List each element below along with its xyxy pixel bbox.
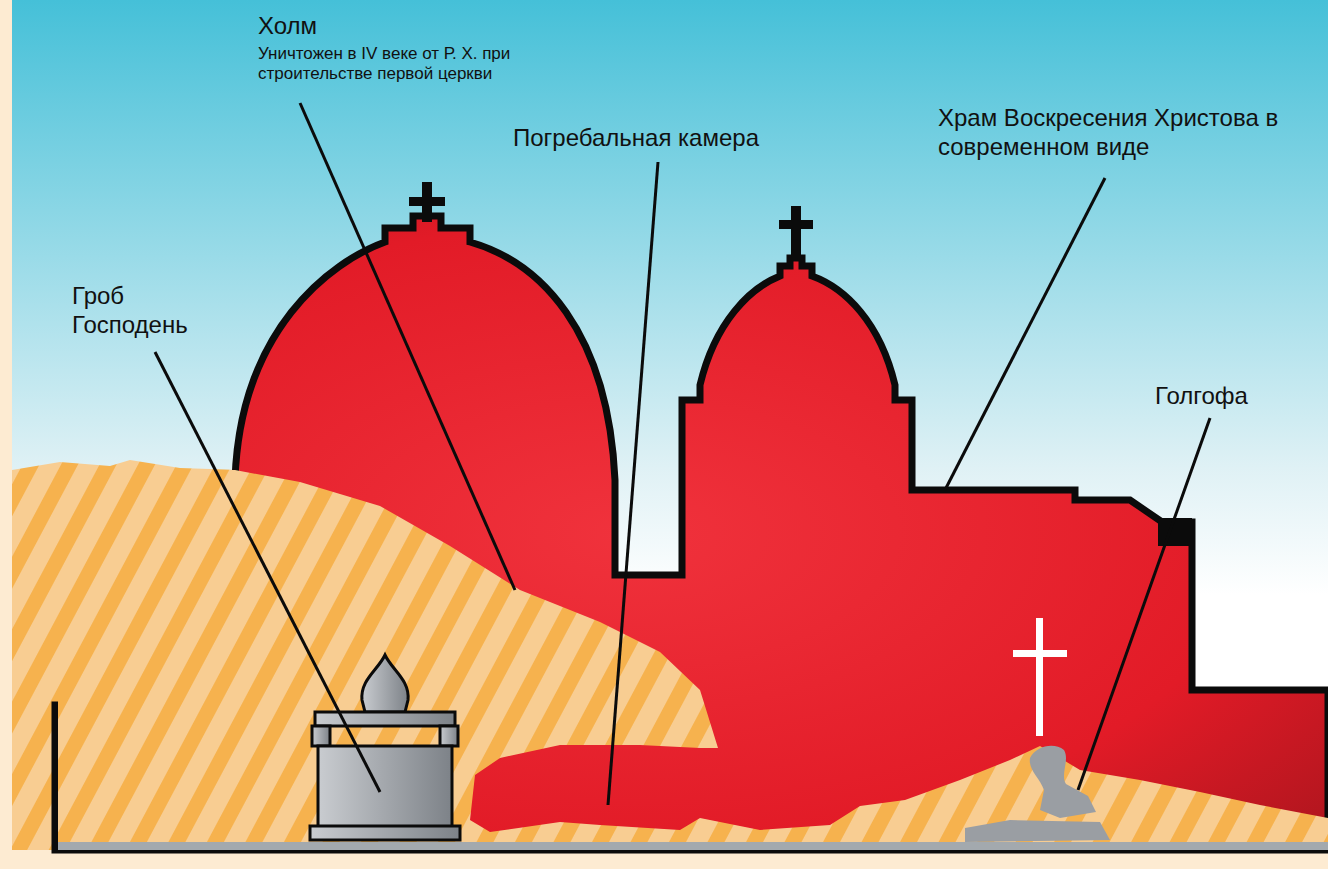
sky [12, 0, 1328, 850]
hill [58, 470, 1328, 848]
leader-lines [155, 103, 1210, 805]
leader-line [608, 162, 658, 805]
edicule [310, 655, 460, 840]
leader-line [1078, 418, 1210, 790]
wall-corner [1158, 518, 1192, 546]
golgotha-rock [1030, 746, 1096, 818]
golgotha-base [965, 820, 1110, 842]
chamber-label: Погребальная камера [513, 124, 843, 153]
hill-label: Холм [258, 12, 458, 41]
leader-line [155, 352, 380, 792]
dome-cross [409, 182, 813, 260]
ground-line [58, 842, 1328, 850]
leader-line [300, 103, 515, 590]
leader-line [945, 178, 1105, 490]
hill-note: Уничтожен в IV веке от Р. Х. при строите… [258, 44, 548, 85]
tomb-label: Гроб Господень [72, 282, 222, 340]
calvary-cross [1013, 618, 1067, 736]
church-label: Храм Воскресения Христова в современном … [938, 104, 1293, 162]
church-silhouette [55, 216, 1328, 850]
golgotha-label: Голгофа [1155, 382, 1315, 411]
